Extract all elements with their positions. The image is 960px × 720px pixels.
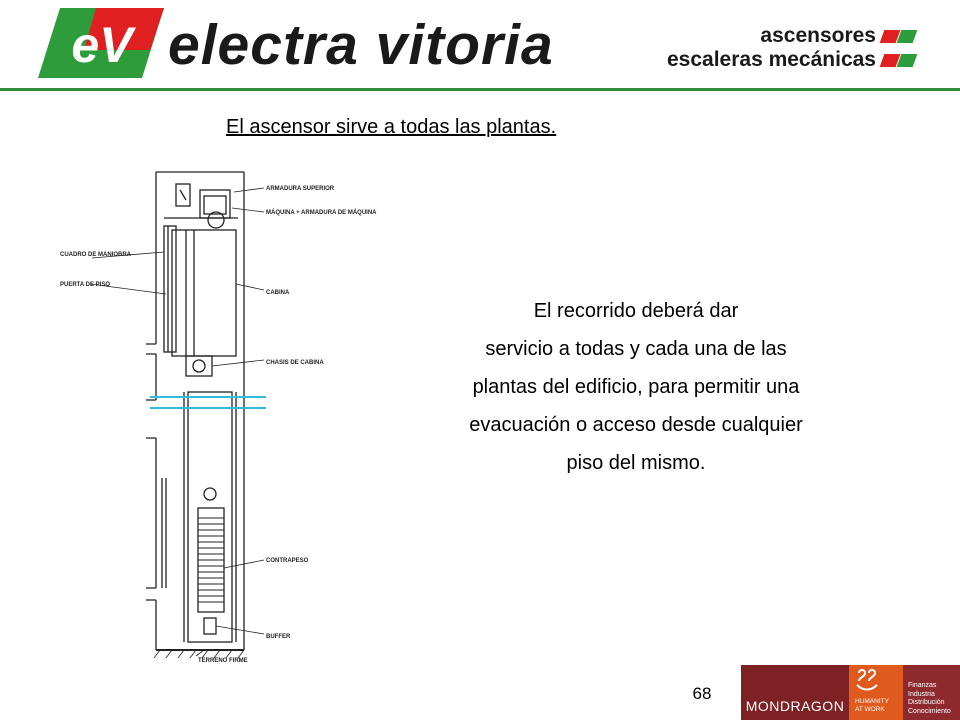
control-box [175,183,191,207]
logo-red-shape [84,8,164,50]
chassis-pulley [192,359,206,373]
label-puerta-piso: PUERTA DE PISO [60,282,110,288]
logo-letters: eV [71,17,136,73]
guide-rails-outer [183,392,237,642]
page-number: 68 [692,684,712,703]
buffer [203,617,217,635]
label-cabina: CABINA [266,290,290,296]
counterweight-pulley [203,487,217,501]
tagline-ascensores: ascensores [760,24,876,47]
area-label: Finanzas [908,682,937,689]
cabin-chassis [185,355,213,377]
tagline-escaleras: escaleras mecánicas [666,48,876,71]
body-line: piso del mismo. [566,452,706,474]
humanity-at-work-block: HUMANITY AT WORK [849,665,903,720]
humanity-icon [856,669,878,691]
brand-name: electra vitoria [168,13,554,77]
electra-vitoria-logo-mark: eV [38,8,164,78]
floor-slabs-2 [146,399,156,439]
header-rule [0,88,960,91]
label-contrapeso: CONTRAPESO [266,558,309,564]
mondragon-logo: MONDRAGON HUMANITY AT WORK Finanzas Indu… [741,665,960,720]
body-line: evacuación o acceso desde cualquier [469,414,803,436]
mondragon-areas-block: Finanzas Industria Distribución Conocimi… [903,665,960,720]
area-label: Distribución [908,699,945,707]
humanity-text: HUMANITY AT WORK [855,698,889,713]
label-terreno-firme: TERRENO FIRME [198,658,248,664]
label-cuadro-maniobra: CUADRO DE MANIOBRA [60,252,132,258]
control-box-mark [179,189,187,201]
mondragon-wordmark: MONDRAGON [745,698,845,714]
area-label: Industria [908,690,935,698]
landing-door [163,225,177,353]
floor-slabs [146,343,156,601]
body-line: plantas del edificio, para permitir una [472,376,800,398]
cabin [171,229,237,357]
machine-pulley [207,211,225,229]
cabin-ropes [185,230,195,356]
machine-motor [203,195,227,215]
label-maquina: MÁQUINA + ARMADURA DE MÁQUINA [266,209,377,216]
mondragon-logo-main: MONDRAGON [741,665,849,720]
slide-title: El ascensor sirve a todas las plantas. [226,116,557,138]
elevator-shaft-diagram: ARMADURA SUPERIOR MÁQUINA + ARMADURA DE … [60,171,377,664]
body-line: servicio a todas y cada una de las [485,338,787,360]
label-chasis-cabina: CHASIS DE CABINA [266,360,324,366]
leader-lines [89,187,265,657]
floor-level-lines [150,396,266,409]
guide-rails [187,391,233,643]
counterweight-plates [198,517,224,603]
tagline-color-mark [879,30,918,43]
pit-hatching [153,649,245,659]
header: eV electra vitoria ascensores escaleras … [0,0,960,93]
body-line: El recorrido deberá dar [533,300,739,322]
tagline-color-mark [879,54,918,67]
body-paragraph: El recorrido deberá dar servicio a todas… [414,292,858,482]
label-armadura-superior: ARMADURA SUPERIOR [266,186,335,192]
area-label: Conocimiento [908,707,951,715]
wall-detail [161,478,167,588]
label-buffer: BUFFER [266,634,291,640]
